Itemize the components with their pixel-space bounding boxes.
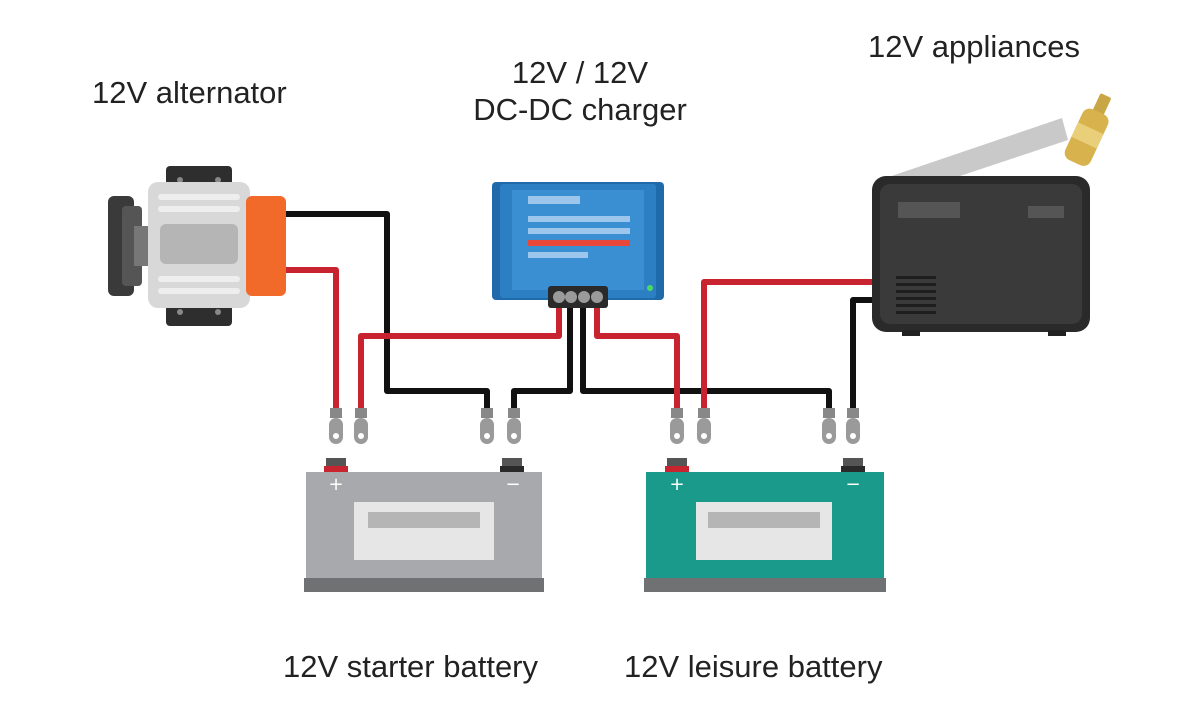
charger-label-line2: DC-DC charger [473,92,687,128]
ring-terminal [507,408,521,444]
ring-terminal [480,408,494,444]
leisure-battery-label: 12V leisure battery [624,649,883,684]
wire-appliance-negative [850,297,874,412]
wires [285,211,874,412]
ring-terminal [822,408,836,444]
ring-terminal [354,408,368,444]
vent-icon [896,276,936,314]
ring-terminal [670,408,684,444]
starter-battery-label: 12V starter battery [283,649,539,684]
appliances-label: 12V appliances [868,29,1080,64]
starter-positive-sign: + [328,474,343,495]
wire-charger-output-positive [594,303,680,412]
ring-terminal [329,408,343,444]
appliance-coolbox [872,93,1111,336]
leisure-negative-sign: − [845,474,860,495]
bottle-icon [1064,93,1111,166]
starter-battery: + − [304,458,544,592]
wire-charger-input-positive [358,303,562,412]
ring-terminal [697,408,711,444]
wire-charger-negative-starter [511,303,573,412]
leisure-battery: + − [644,458,886,592]
dc-dc-charger [492,182,664,308]
ring-terminal [846,408,860,444]
charger-label: 12V / 12V DC-DC charger [430,54,730,128]
wire-alternator-negative [285,211,490,412]
ring-terminals [329,408,860,444]
alternator-label: 12V alternator [92,75,287,110]
alternator [108,166,286,326]
leisure-positive-sign: + [669,474,684,495]
wire-appliance-positive [701,279,874,412]
charger-label-line1: 12V / 12V [511,55,649,90]
starter-negative-sign: − [505,474,520,495]
wire-alternator-positive [285,267,339,412]
